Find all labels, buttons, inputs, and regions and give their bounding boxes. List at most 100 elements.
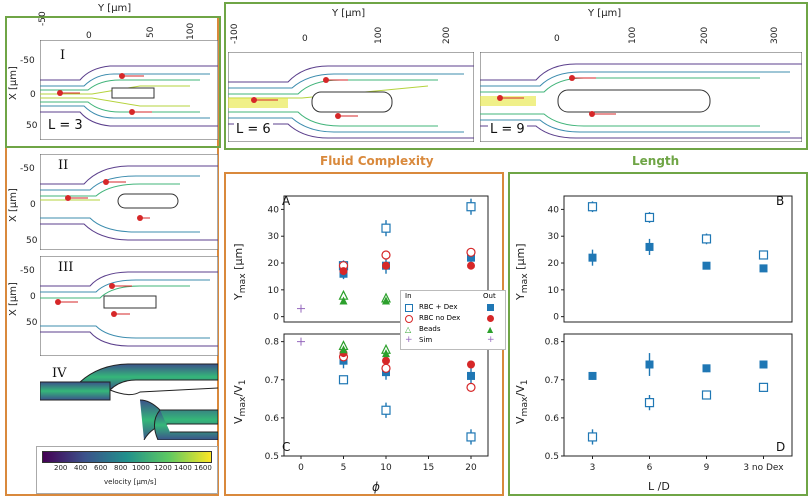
ytick-label-4: 40 — [548, 205, 560, 215]
xtick-label-1: 6 — [647, 463, 653, 473]
label-L3: L = 3 — [46, 118, 85, 133]
point-6-0 — [297, 304, 305, 313]
top-axis-label-9: Y [μm] — [588, 8, 622, 19]
point-0-1 — [644, 212, 655, 223]
point-0-0 — [338, 375, 349, 385]
tick-I-4: 100 — [186, 22, 196, 40]
point-1-2 — [702, 261, 711, 270]
point-1-2 — [702, 364, 711, 373]
point-1-3 — [759, 360, 768, 369]
cb-tick-1: 200 — [54, 464, 68, 472]
tick-I-1: -50 — [38, 11, 48, 26]
point-0-1 — [644, 398, 655, 408]
xlabel-C: ϕ — [372, 480, 380, 494]
colorbar-gradient — [42, 451, 212, 463]
point-0-1 — [381, 405, 391, 415]
ytick-I-1: -50 — [20, 56, 35, 66]
point-5-1 — [382, 296, 390, 305]
letter-D: D — [776, 440, 786, 454]
point-3-0 — [339, 267, 348, 276]
ytick-III-3: 50 — [26, 318, 38, 328]
tick-9-2: 100 — [628, 26, 638, 44]
ytick-label-1: 0.6 — [265, 414, 280, 424]
ytick-II-1: -50 — [20, 164, 35, 174]
point-0-2 — [466, 202, 476, 212]
legend-open-triangle-icon: △ — [405, 325, 412, 334]
ytick-label-1: 0.6 — [545, 414, 560, 424]
left-axis-label-III: X [μm] — [8, 282, 19, 316]
point-3-1 — [382, 261, 390, 270]
ytick-label-3: 0.8 — [545, 338, 560, 348]
left-axis-label-I: X [μm] — [8, 66, 19, 100]
point-5-0 — [339, 345, 348, 354]
colorbar-label: velocity [μm/s] — [104, 478, 157, 486]
legend-filled-square-icon — [487, 304, 494, 311]
cb-tick-6: 1200 — [154, 464, 172, 472]
ytick-label-1: 10 — [268, 286, 280, 296]
point-1-1 — [645, 360, 654, 369]
tick-9-4: 300 — [770, 26, 780, 44]
tick-6-4: 200 — [442, 26, 452, 44]
legend-label-1: RBC + Dex — [419, 303, 458, 311]
legend-filled-circle-icon — [487, 315, 494, 322]
tick-6-2: 0 — [302, 34, 308, 44]
ylabel-B: Ymax [μm] — [514, 243, 531, 300]
label-L6: L = 6 — [234, 122, 273, 137]
cb-tick-7: 1400 — [174, 464, 192, 472]
point-1-2 — [467, 253, 475, 262]
top-axis-label-I: Y [μm] — [98, 3, 132, 14]
ytick-label-0: 0 — [553, 313, 559, 323]
point-3-1 — [382, 356, 390, 365]
legend-plus-out-icon: + — [487, 335, 495, 345]
tick-9-3: 200 — [700, 26, 710, 44]
label-III: III — [58, 260, 74, 275]
green-frame-length — [508, 172, 808, 496]
xlabel-D: L /D — [648, 480, 670, 493]
legend-open-square-icon — [405, 304, 413, 312]
velocity-channel-IV — [40, 363, 218, 440]
plot-frame — [563, 195, 793, 323]
letter-B: B — [776, 194, 785, 208]
point-1-0 — [588, 371, 597, 380]
point-1-0 — [588, 253, 597, 262]
xtick-label-1: 5 — [341, 463, 347, 473]
point-2-2 — [466, 382, 476, 392]
ytick-label-0: 0.5 — [545, 452, 559, 462]
legend-out: Out — [483, 292, 496, 300]
ytick-label-0: 0 — [273, 313, 279, 323]
point-6-0 — [297, 337, 305, 346]
legend-row-3: △ Beads ▲ — [401, 325, 505, 335]
green-frame-left-top — [5, 16, 221, 148]
ylabel-C: Vmax/V1 — [232, 379, 249, 424]
ytick-III-2: 0 — [30, 292, 36, 302]
sim-panel-II — [40, 154, 218, 250]
point-0-3 — [758, 250, 769, 260]
point-0-1 — [381, 223, 391, 233]
ytick-label-2: 20 — [268, 259, 280, 269]
point-0-2 — [701, 390, 712, 400]
legend-filled-triangle-icon: ▲ — [487, 325, 494, 334]
ytick-label-2: 20 — [548, 259, 560, 269]
sim-panel-I — [40, 40, 218, 140]
cb-tick-3: 600 — [94, 464, 108, 472]
point-0-0 — [587, 202, 598, 212]
point-2-1 — [381, 250, 391, 260]
point-0-0 — [587, 432, 598, 442]
label-I: I — [60, 48, 66, 63]
ytick-label-1: 10 — [548, 286, 560, 296]
ytick-label-3: 0.8 — [265, 338, 280, 348]
point-1-1 — [645, 242, 654, 251]
left-axis-label-II: X [μm] — [8, 188, 19, 222]
legend-row-4: + Sim + — [401, 335, 505, 346]
ytick-III-1: -50 — [20, 266, 35, 276]
point-0-3 — [758, 382, 769, 392]
point-3-2 — [467, 261, 475, 270]
sim-panel-III — [40, 256, 218, 356]
ytick-label-3: 30 — [268, 232, 280, 242]
legend-plus-icon: + — [405, 335, 413, 345]
point-0-2 — [466, 432, 476, 442]
label-II: II — [58, 158, 69, 173]
xtick-label-3: 3 no Dex — [743, 463, 784, 473]
